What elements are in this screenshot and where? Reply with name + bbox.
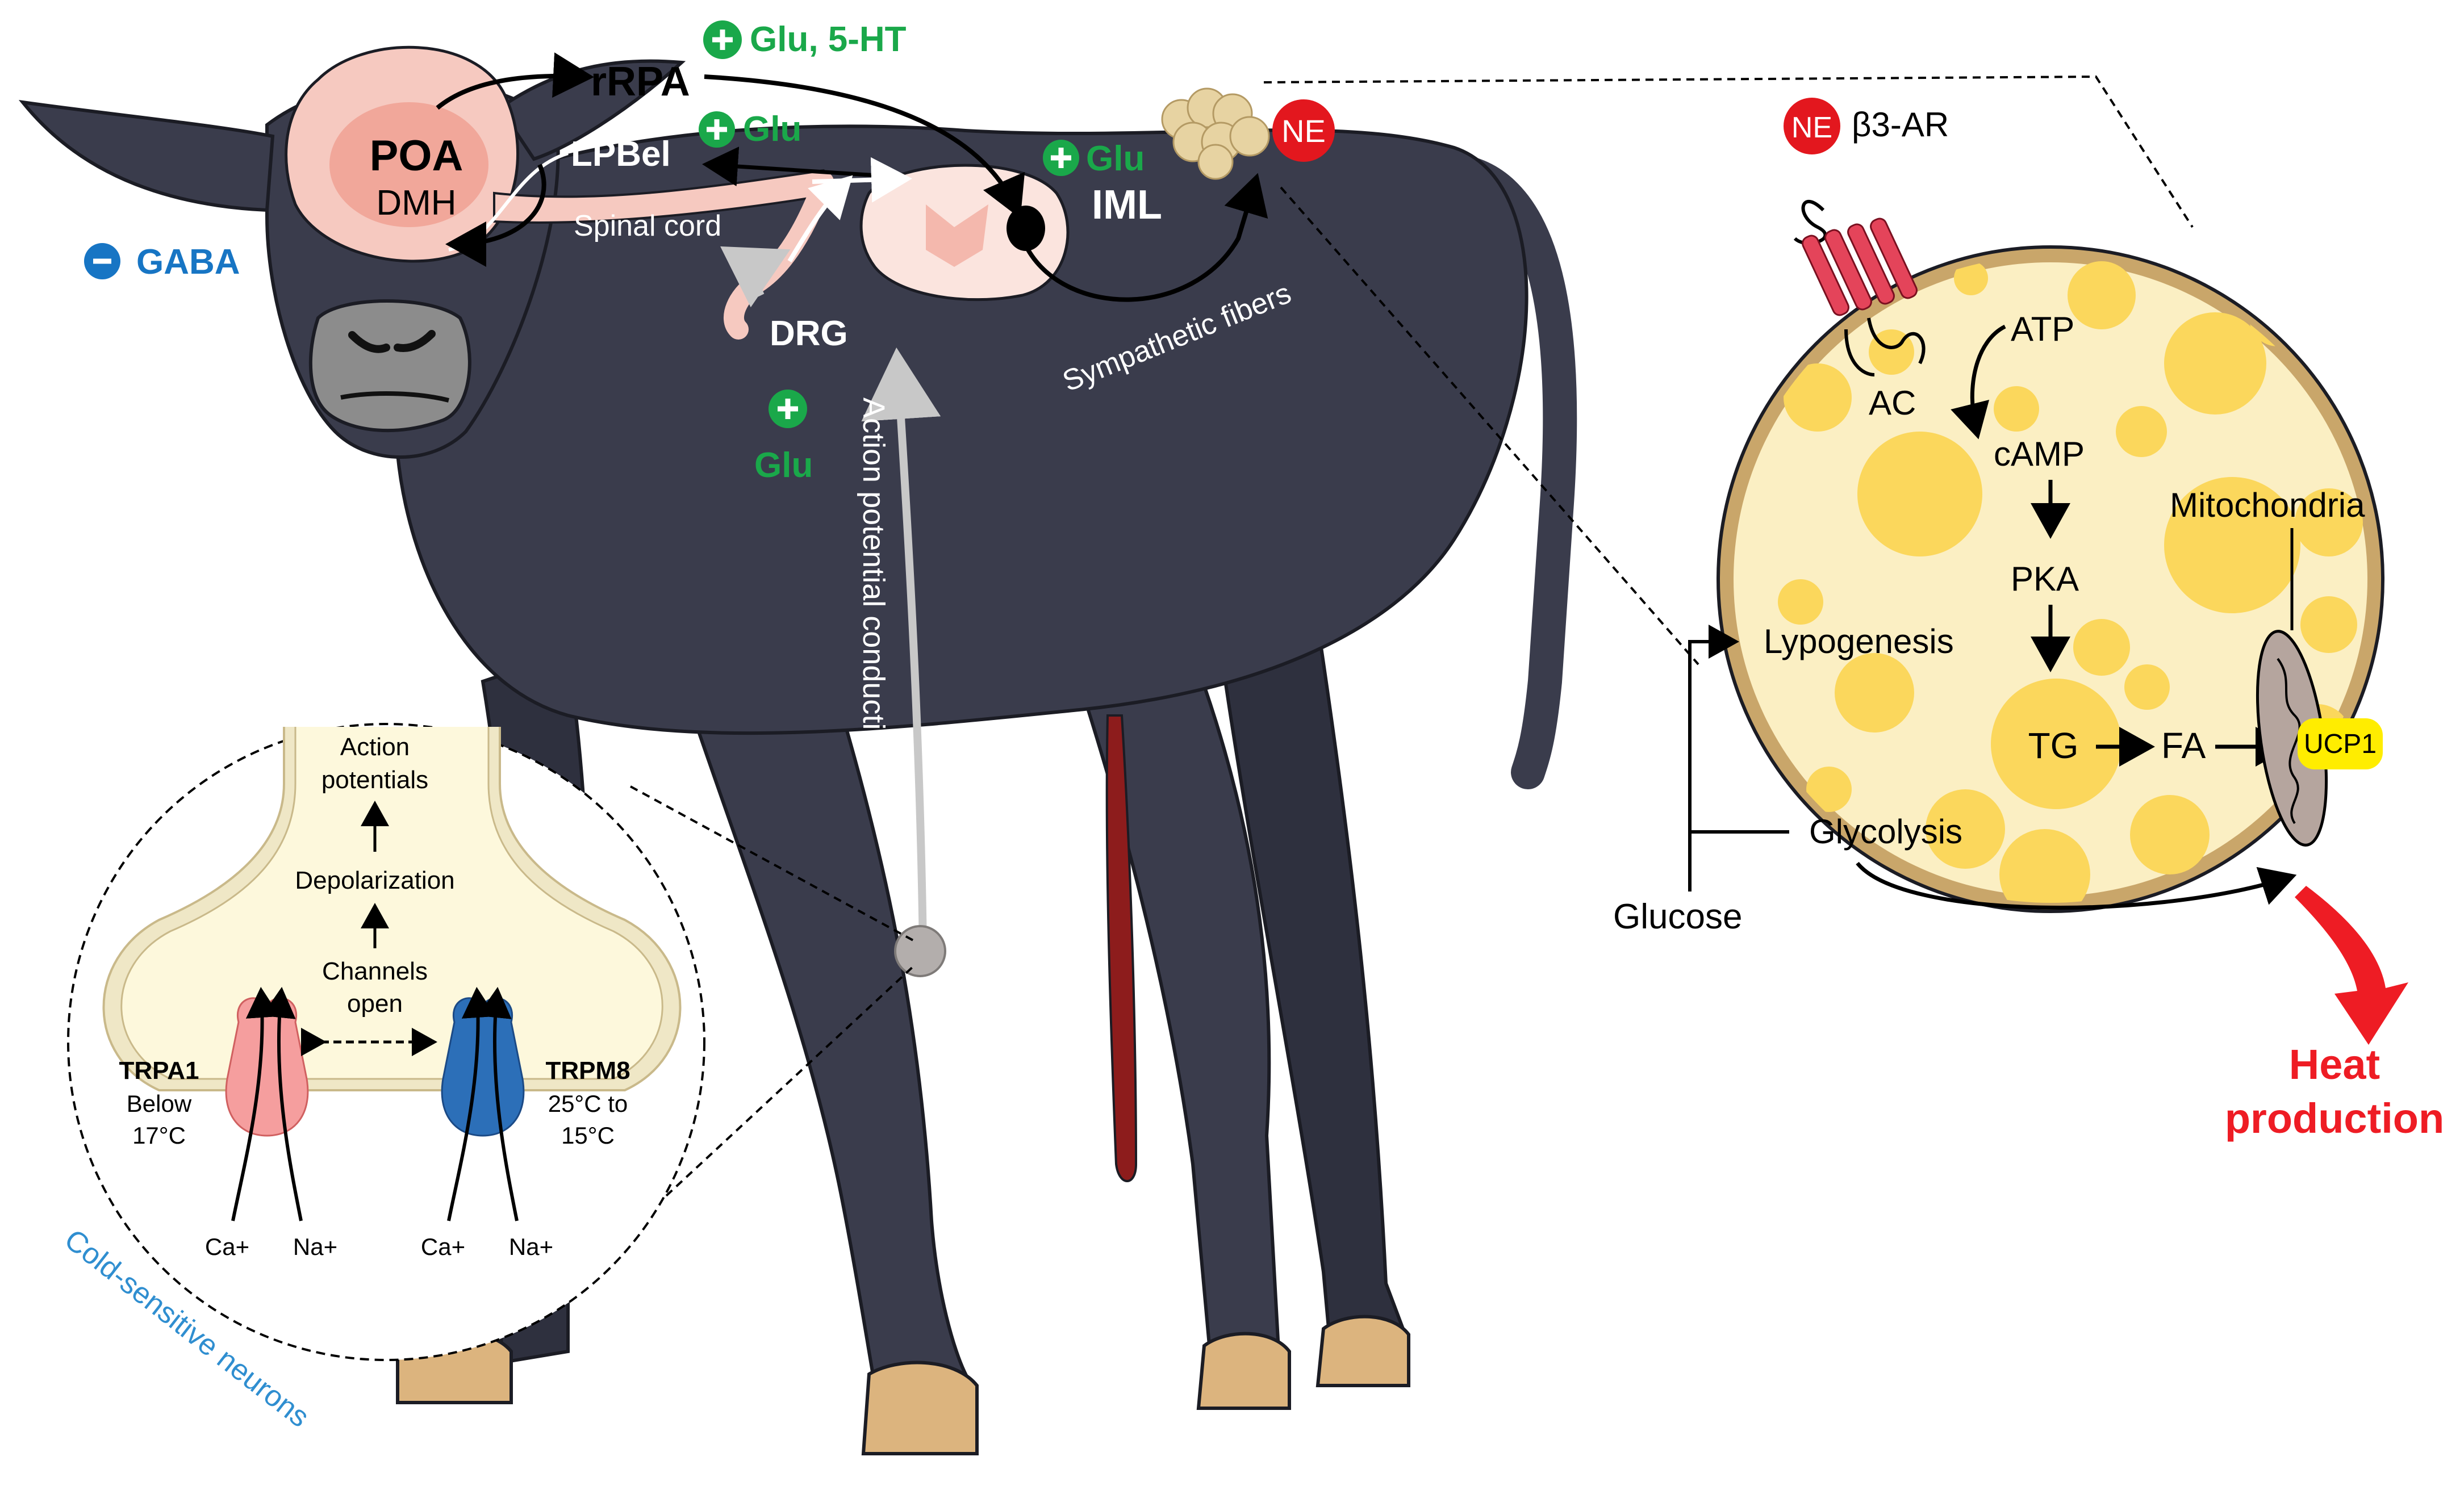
cow-muzzle bbox=[308, 299, 471, 433]
neuron-inset: Action potentials Depolarization Channel… bbox=[59, 723, 918, 1434]
gaba-label: GABA bbox=[136, 242, 240, 282]
cow-nostril-right bbox=[394, 330, 436, 352]
rrpa-label: rRPA bbox=[591, 59, 690, 104]
glucose-branch-line bbox=[1688, 625, 1739, 892]
cow-hoof-4 bbox=[1315, 1315, 1410, 1387]
trpa1-temp-line2: 17°C bbox=[132, 1122, 186, 1149]
arrow-iml-to-ne bbox=[1026, 173, 1268, 302]
trpa1-label: TRPA1 bbox=[119, 1057, 199, 1085]
ucp1-badge bbox=[2298, 718, 2383, 769]
trpa1-channel-icon bbox=[225, 997, 309, 1137]
plus-glyph bbox=[707, 119, 727, 140]
na-right-label: Na+ bbox=[509, 1233, 553, 1260]
action-potential-conduction-label: Action potential conduction bbox=[857, 397, 891, 764]
arrow-glycolysis-to-mito bbox=[1856, 861, 2297, 910]
cow-ear-left bbox=[18, 99, 275, 212]
glu-lpbel-label: Glu bbox=[743, 110, 801, 149]
poa-label: POA bbox=[370, 132, 463, 180]
cow-mouth bbox=[340, 391, 449, 403]
trpm8-temp-line2: 15°C bbox=[561, 1122, 615, 1149]
iml-label: IML bbox=[1092, 182, 1162, 228]
norepinephrine-badge-icon bbox=[1784, 98, 1840, 154]
arrow-spinal-white-drg bbox=[787, 175, 853, 263]
fa-label: FA bbox=[2161, 725, 2206, 766]
spinal-cord-label: Spinal cord bbox=[574, 210, 721, 242]
trpm8-label: TRPM8 bbox=[545, 1057, 630, 1085]
cow-red-strip bbox=[1105, 714, 1138, 1182]
trpa1-temp-line1: Below bbox=[127, 1090, 192, 1117]
receptor-label: β3-AR bbox=[1852, 106, 1949, 144]
brain-core bbox=[329, 102, 488, 227]
lipid-droplets bbox=[1778, 261, 2363, 903]
cow-nostril-left bbox=[348, 331, 390, 353]
arrow-rrpa-to-iml bbox=[704, 74, 1025, 219]
beta3-receptor bbox=[1793, 200, 1926, 376]
dmh-label: DMH bbox=[376, 183, 456, 223]
glycolysis-label: Glycolysis bbox=[1809, 813, 1962, 851]
arrow-atp-to-camp bbox=[1951, 324, 2006, 440]
zoom-line-bottom bbox=[1280, 186, 1699, 666]
glu-drg-label: Glu bbox=[754, 446, 813, 485]
action-potentials-line2: potentials bbox=[321, 766, 428, 794]
glucose-label: Glucose bbox=[1613, 897, 1742, 936]
plus-glyph bbox=[712, 30, 733, 50]
ion-arrow-na-left bbox=[261, 987, 303, 1221]
depolarization-label: Depolarization bbox=[295, 867, 454, 894]
skin-receptor bbox=[894, 925, 946, 977]
norepinephrine-badge-icon bbox=[1272, 99, 1335, 162]
heat-arrow-icon bbox=[2295, 886, 2408, 1045]
mitochondria-label: Mitochondria bbox=[2170, 486, 2365, 524]
brown-fat-cluster bbox=[1161, 87, 1270, 180]
action-potential-line bbox=[861, 348, 941, 949]
ac-label: AC bbox=[1869, 384, 1916, 422]
adipocyte-cytoplasm bbox=[1734, 262, 2367, 896]
arrow-drg-gray bbox=[720, 246, 791, 308]
cow-front-leg-near bbox=[679, 651, 968, 1388]
ca-left-label: Ca+ bbox=[205, 1233, 249, 1260]
ne-label: NE bbox=[1281, 113, 1326, 149]
spinal-gray-matter bbox=[926, 204, 988, 267]
arrow-poa-to-rrpa bbox=[436, 52, 594, 110]
atp-label: ATP bbox=[2011, 310, 2074, 348]
ion-arrow-ca-left bbox=[231, 987, 280, 1221]
lpbel-label: LPBel bbox=[571, 135, 671, 174]
iml-nucleus bbox=[1007, 206, 1045, 251]
cow-tail bbox=[1437, 153, 1577, 789]
action-potentials-line1: Action bbox=[340, 733, 410, 761]
cow-body bbox=[391, 124, 1528, 735]
camp-label: cAMP bbox=[1994, 435, 2085, 473]
ca-right-label: Ca+ bbox=[421, 1233, 465, 1260]
na-left-label: Na+ bbox=[293, 1233, 337, 1260]
adipocyte-ne-label: NE bbox=[1791, 111, 1832, 144]
ucp1-label: UCP1 bbox=[2304, 729, 2377, 759]
heat-label-line2: production bbox=[2225, 1095, 2444, 1142]
channels-open-line1: Channels bbox=[322, 957, 428, 985]
heat-label-line1: Heat bbox=[2289, 1041, 2380, 1088]
tg-droplet bbox=[1991, 679, 2121, 809]
trpm8-channel-icon bbox=[441, 997, 525, 1137]
pka-label: PKA bbox=[2011, 560, 2079, 598]
lypogenesis-label: Lypogenesis bbox=[1764, 622, 1954, 660]
plus-glyph bbox=[1051, 148, 1071, 168]
arrow-dmh-back bbox=[445, 164, 546, 267]
ion-arrow-ca-right bbox=[447, 987, 496, 1221]
glu-5ht-label: Glu, 5-HT bbox=[750, 20, 907, 59]
tg-label: TG bbox=[2028, 725, 2079, 766]
drg-label: DRG bbox=[770, 314, 848, 353]
ion-arrow-na-right bbox=[477, 987, 519, 1221]
zoom-line-top bbox=[1263, 75, 2194, 228]
cow-hoof-2 bbox=[861, 1361, 979, 1455]
cow-hoof-3 bbox=[1196, 1332, 1291, 1410]
plus-glyph bbox=[778, 399, 798, 419]
adipocyte-panel: NE β3-AR AC ATP cAMP PKA TG FA Mitochond… bbox=[1613, 98, 2444, 1142]
arrow-spinal-white-return bbox=[812, 157, 912, 203]
neural-pathway: NE bbox=[285, 45, 2194, 977]
arrow-spinal-to-lpbel bbox=[702, 147, 887, 187]
channels-open-line2: open bbox=[347, 990, 403, 1018]
glu-iml-label: Glu bbox=[1086, 139, 1145, 178]
trpm8-temp-line1: 25°C to bbox=[548, 1090, 628, 1117]
